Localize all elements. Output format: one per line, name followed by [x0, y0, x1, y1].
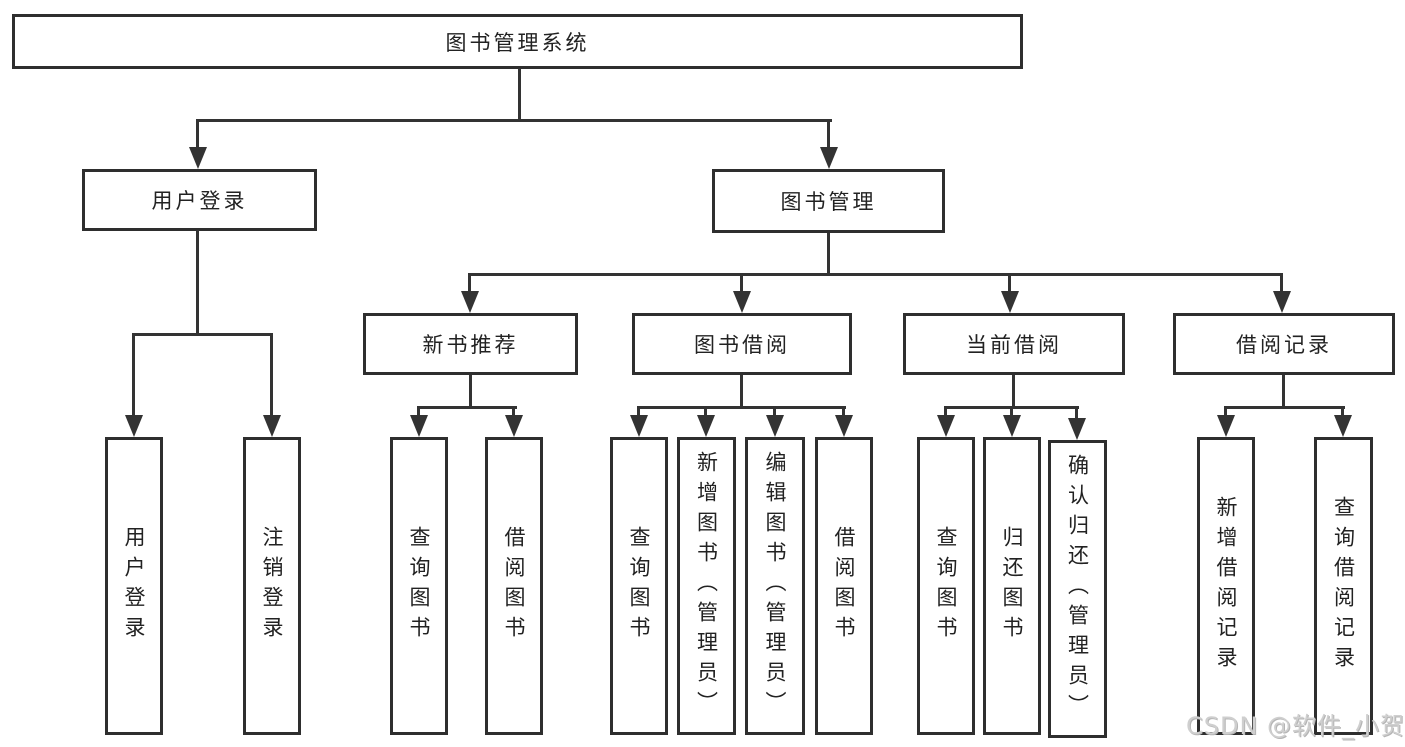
node-book-management: 图书管理	[712, 169, 945, 233]
connector-line	[196, 119, 832, 122]
connector-line	[944, 406, 947, 417]
node-book-borrow: 图书借阅	[632, 313, 852, 375]
leaf-borrow-books-label: 借阅图书	[832, 526, 856, 646]
connector-line	[1075, 406, 1078, 420]
arrow-down-icon	[820, 147, 838, 169]
connector-line	[637, 406, 846, 409]
node-new-book-recommend-label: 新书推荐	[422, 333, 519, 357]
arrow-down-icon	[1217, 415, 1235, 437]
connector-line	[132, 333, 135, 417]
connector-line	[468, 273, 1283, 276]
arrow-down-icon	[697, 415, 715, 437]
connector-line	[132, 333, 273, 336]
leaf-query-borrow-record: 查询借阅记录	[1314, 437, 1373, 735]
node-borrow-record-label: 借阅记录	[1236, 333, 1332, 357]
leaf-current-query-books: 查询图书	[917, 437, 975, 735]
connector-line	[1010, 406, 1013, 417]
leaf-recommend-borrow-books: 借阅图书	[485, 437, 543, 735]
leaf-add-books-admin: 新增图书（管理员）	[677, 437, 736, 735]
node-root-label: 图书管理系统	[445, 30, 590, 55]
leaf-user-login: 用户登录	[105, 437, 163, 735]
connector-line	[417, 406, 517, 409]
connector-line	[468, 273, 471, 293]
leaf-add-books-admin-label: 新增图书（管理员）	[694, 451, 719, 721]
leaf-recommend-query-books: 查询图书	[390, 437, 448, 735]
connector-line	[842, 406, 845, 417]
leaf-edit-books-admin-label: 编辑图书（管理员）	[763, 451, 787, 721]
arrow-down-icon	[189, 147, 207, 169]
arrow-down-icon	[630, 415, 648, 437]
arrow-down-icon	[1001, 291, 1019, 313]
leaf-current-query-books-label: 查询图书	[934, 526, 958, 646]
leaf-add-borrow-record: 新增借阅记录	[1197, 437, 1255, 735]
connector-line	[740, 273, 743, 293]
connector-line	[827, 233, 830, 276]
arrow-down-icon	[766, 415, 784, 437]
connector-line	[469, 375, 472, 409]
connector-line	[417, 406, 420, 417]
leaf-return-books-label: 归还图书	[1000, 526, 1024, 646]
node-root: 图书管理系统	[12, 14, 1023, 69]
connector-line	[1224, 406, 1345, 409]
arrow-down-icon	[1003, 415, 1021, 437]
connector-line	[773, 406, 776, 417]
leaf-user-login-label: 用户登录	[122, 526, 146, 646]
leaf-query-borrow-record-label: 查询借阅记录	[1331, 496, 1356, 676]
connector-line	[1224, 406, 1227, 417]
arrow-down-icon	[835, 415, 853, 437]
connector-line	[827, 119, 830, 149]
connector-line	[740, 375, 743, 409]
node-current-borrow-label: 当前借阅	[966, 333, 1062, 357]
node-user-login-label: 用户登录	[151, 189, 248, 213]
connector-line	[1341, 406, 1344, 417]
watermark: CSDN @软件_小贺同学	[1186, 712, 1405, 740]
node-new-book-recommend: 新书推荐	[363, 313, 578, 375]
leaf-borrow-query-books-label: 查询图书	[627, 526, 651, 646]
leaf-logout-label: 注销登录	[260, 526, 284, 646]
arrow-down-icon	[937, 415, 955, 437]
arrow-down-icon	[505, 415, 523, 437]
connector-line	[1280, 273, 1283, 293]
connector-line	[512, 406, 515, 417]
node-book-borrow-label: 图书借阅	[694, 333, 790, 357]
leaf-recommend-borrow-books-label: 借阅图书	[502, 526, 526, 646]
arrow-down-icon	[125, 415, 143, 437]
connector-line	[704, 406, 707, 417]
arrow-down-icon	[733, 291, 751, 313]
leaf-return-books: 归还图书	[983, 437, 1041, 735]
leaf-borrow-books: 借阅图书	[815, 437, 873, 735]
node-borrow-record: 借阅记录	[1173, 313, 1395, 375]
connector-line	[518, 68, 521, 120]
arrow-down-icon	[461, 291, 479, 313]
connector-line	[196, 119, 199, 149]
connector-line	[1008, 273, 1011, 293]
node-current-borrow: 当前借阅	[903, 313, 1125, 375]
arrow-down-icon	[410, 415, 428, 437]
node-book-management-label: 图书管理	[780, 190, 877, 214]
connector-line	[196, 230, 199, 336]
leaf-confirm-return-admin-label: 确认归还（管理员）	[1065, 454, 1090, 724]
arrow-down-icon	[263, 415, 281, 437]
leaf-add-borrow-record-label: 新增借阅记录	[1214, 496, 1238, 676]
leaf-borrow-query-books: 查询图书	[610, 437, 668, 735]
leaf-logout: 注销登录	[243, 437, 301, 735]
connector-line	[637, 406, 640, 417]
leaf-confirm-return-admin: 确认归还（管理员）	[1048, 440, 1107, 738]
arrow-down-icon	[1068, 418, 1086, 440]
leaf-recommend-query-books-label: 查询图书	[407, 526, 431, 646]
connector-line	[1012, 375, 1015, 409]
arrow-down-icon	[1273, 291, 1291, 313]
arrow-down-icon	[1334, 415, 1352, 437]
leaf-edit-books-admin: 编辑图书（管理员）	[745, 437, 805, 735]
node-user-login: 用户登录	[82, 169, 317, 231]
connector-line	[1282, 375, 1285, 409]
connector-line	[270, 333, 273, 417]
